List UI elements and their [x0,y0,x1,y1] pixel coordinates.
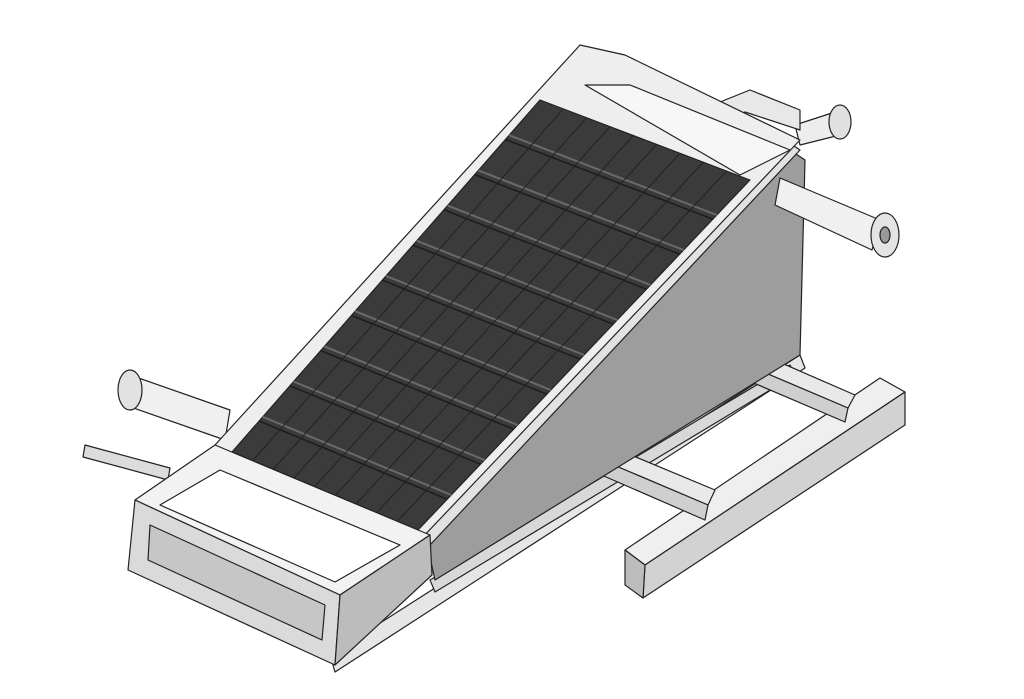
slat-row-edge [385,275,585,356]
slat-row-edge [293,380,485,461]
slat-row-shadow [505,138,714,220]
slat-row-shadow [443,209,647,290]
slat-row-edge [447,204,651,286]
slat-row-shadow [382,279,581,360]
slat-row-shadow [289,385,481,465]
slat-row-edge [508,134,718,216]
slat-row-shadow [351,314,548,395]
slat-row-shadow [258,420,448,500]
slat-row-shadow [412,244,614,325]
slat-column-line [272,117,588,470]
slat-row-shadow [320,349,514,430]
pipe-right-bore [879,226,891,244]
drive-shaft [82,444,171,481]
slat-row-edge [416,239,618,321]
slat-row-edge [324,345,518,426]
slat-column-line [252,108,564,461]
slat-row-edge [262,415,452,496]
slat-column-line [293,126,611,479]
pipe-left-flange [117,369,143,411]
hopper-side [334,534,433,666]
slat-row-shadow [474,173,680,255]
square-beam-end [624,549,646,599]
slat-column-line [396,170,728,522]
hopper-panel [147,524,326,641]
slat-grid [252,108,728,522]
slat-row-edge [478,169,684,251]
pipe-right [774,177,881,251]
hopper-inner [159,469,401,583]
deck-top-plate [584,84,791,176]
pipe-top-flange [828,104,852,140]
slat-column-line [314,135,634,488]
slat-column-line [334,144,658,496]
slat-column-line [376,161,704,514]
slat-row-edge [354,310,552,391]
slat-column-line [355,152,681,505]
